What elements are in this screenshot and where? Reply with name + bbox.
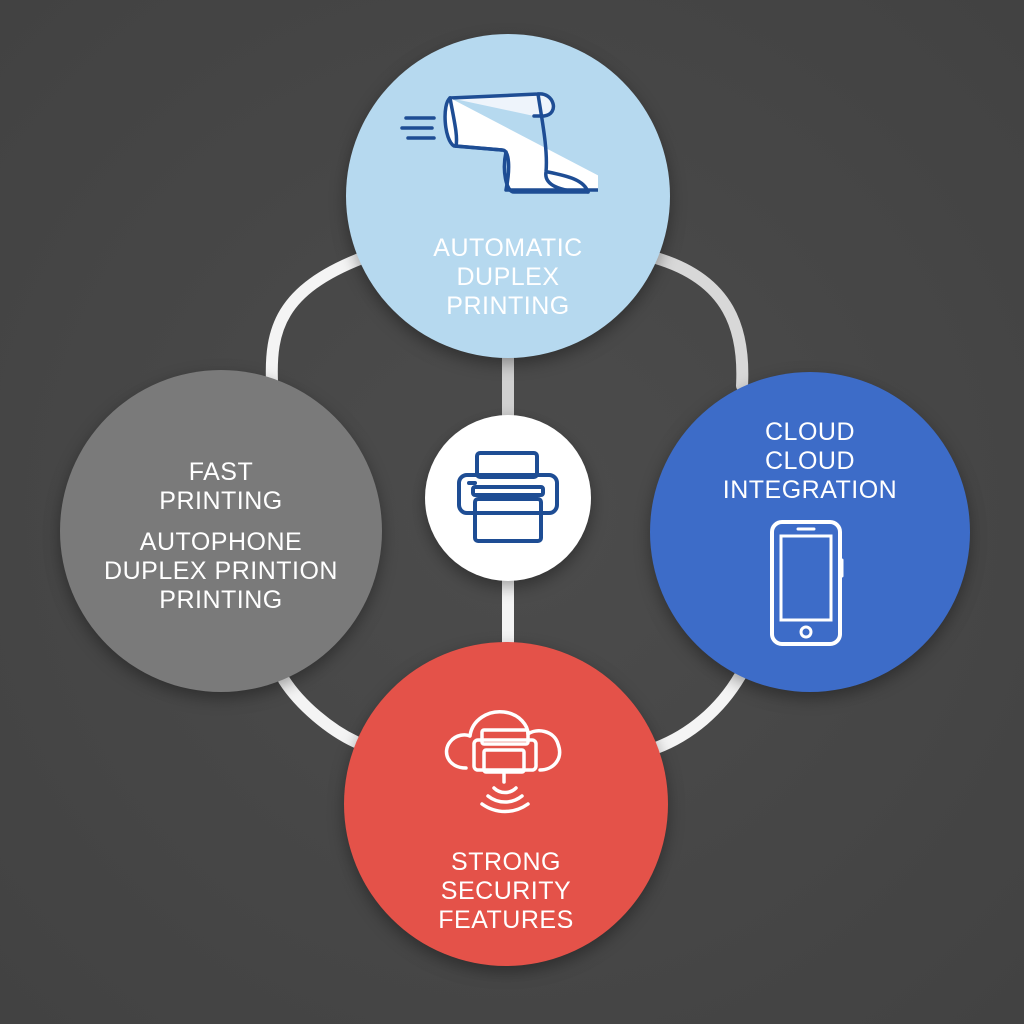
node-cloud-integration: CLOUD CLOUD INTEGRATION	[650, 372, 970, 692]
node-top-label: AUTOMATIC DUPLEX PRINTING	[346, 234, 670, 321]
node-right-label: CLOUD CLOUD INTEGRATION	[650, 418, 970, 505]
node-bottom-line-3: FEATURES	[438, 906, 574, 934]
node-bottom-line-2: SECURITY	[440, 877, 572, 905]
node-left-b-line-1: AUTOPHONE	[139, 528, 303, 556]
node-fast-printing: FAST PRINTING AUTOPHONE DUPLEX PRINTION …	[60, 370, 382, 692]
connector-left-bottom	[278, 674, 362, 748]
cloud-printer-icon	[444, 710, 562, 814]
node-bottom-line-1: STRONG	[451, 848, 561, 876]
node-right-line-1: CLOUD	[764, 418, 855, 446]
node-automatic-duplex-printing: AUTOMATIC DUPLEX PRINTING	[346, 34, 670, 358]
node-left-b-line-2: DUPLEX PRINTION	[104, 557, 338, 585]
connector-right-bottom	[650, 670, 746, 754]
node-top-line-1: AUTOMATIC	[433, 234, 583, 262]
node-top-line-2: DUPLEX	[456, 263, 560, 291]
node-left-a-line-1: FAST	[188, 458, 254, 486]
paper-roll-icon	[400, 92, 598, 194]
node-strong-security-features: STRONG SECURITY FEATURES	[344, 642, 668, 966]
node-left-b-line-3: PRINTING	[159, 586, 283, 614]
node-left-label-a: FAST PRINTING	[60, 458, 382, 516]
printer-icon	[457, 451, 559, 543]
connector-top-left	[265, 252, 368, 388]
node-left-a-line-2: PRINTING	[159, 487, 283, 515]
node-right-line-2: CLOUD	[764, 447, 855, 475]
node-left-label-b: AUTOPHONE DUPLEX PRINTION PRINTING	[60, 528, 382, 615]
node-bottom-label: STRONG SECURITY FEATURES	[344, 848, 668, 935]
connector-top-right	[650, 252, 749, 392]
node-printer-hub	[425, 415, 591, 581]
node-top-line-3: PRINTING	[446, 292, 570, 320]
smartphone-icon	[770, 520, 844, 646]
node-right-line-3: INTEGRATION	[722, 476, 898, 504]
